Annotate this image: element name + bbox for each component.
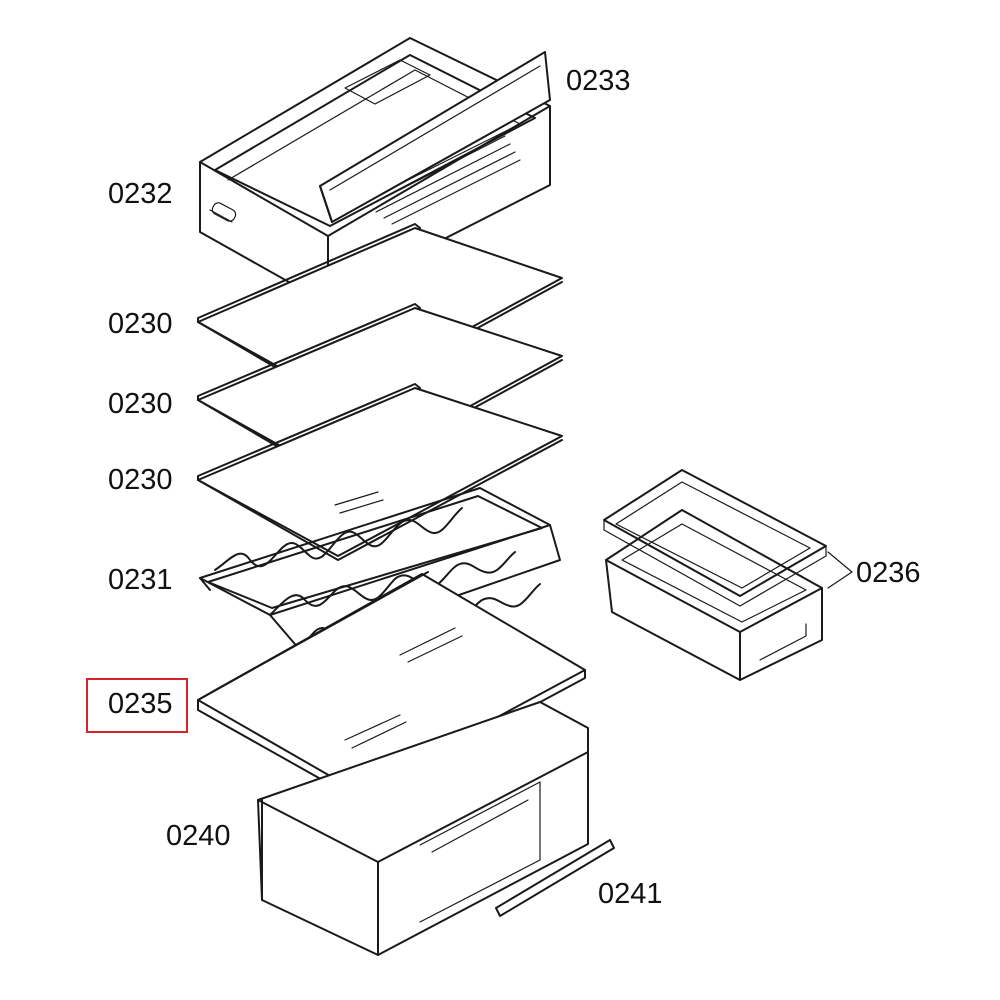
part-label-0236: 0236 — [856, 557, 921, 589]
part-0233-divider — [319, 51, 551, 223]
part-0230-shelf-3 — [197, 383, 563, 561]
part-label-0231: 0231 — [108, 564, 173, 596]
part-label-0241: 0241 — [598, 878, 663, 910]
part-label-0235: 0235 — [108, 688, 173, 720]
part-label-0230-2: 0230 — [108, 388, 173, 420]
highlight-box-0235 — [86, 678, 188, 733]
part-label-0230-3: 0230 — [108, 464, 173, 496]
part-0236-small-drawer — [603, 469, 827, 681]
part-label-0232: 0232 — [108, 178, 173, 210]
part-0240-crisper-drawer — [257, 701, 589, 956]
part-label-0233: 0233 — [566, 65, 631, 97]
leader-0236 — [827, 551, 853, 589]
part-label-0230-1: 0230 — [108, 308, 173, 340]
part-0241-rail — [495, 839, 615, 917]
part-label-0240: 0240 — [166, 820, 231, 852]
